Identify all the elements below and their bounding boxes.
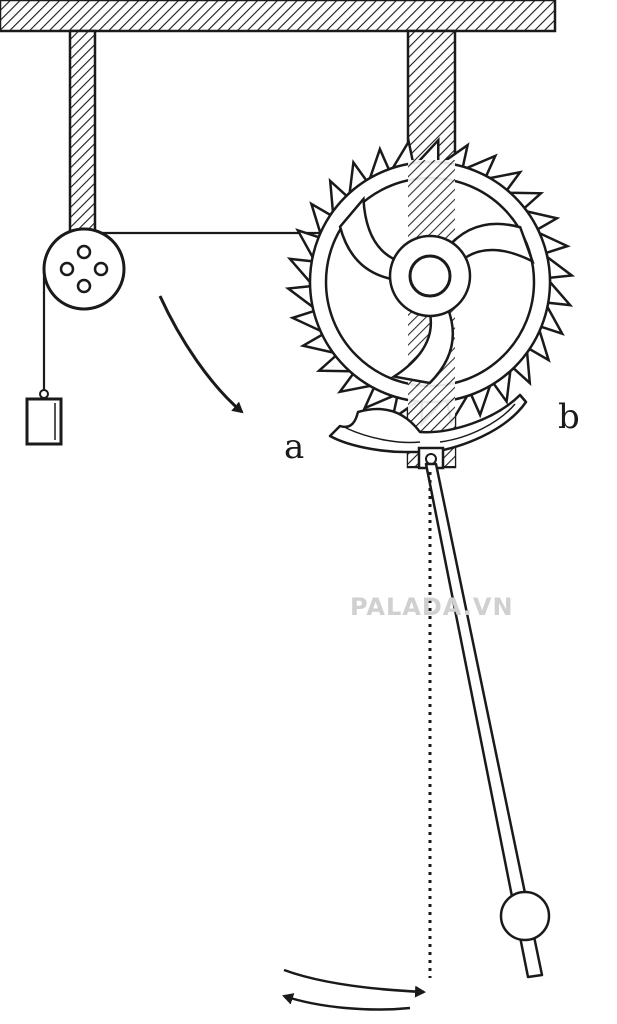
weight-hook: [39, 389, 49, 399]
swing-arrow-left: [282, 993, 411, 1011]
label-a: a: [284, 427, 304, 467]
escape-wheel-spokes: [338, 195, 535, 385]
weight-icon: [25, 397, 63, 446]
escape-wheel: [284, 136, 576, 466]
escape-wheel-spoke: [390, 306, 455, 385]
pulley-hole: [76, 244, 92, 260]
left-support-post: [68, 29, 97, 235]
escape-wheel-spoke: [444, 222, 535, 264]
pulley-icon: [42, 227, 126, 311]
pendulum: [424, 462, 551, 979]
label-b: b: [558, 397, 580, 437]
pendulum-bob: [499, 890, 551, 942]
anchor-pivot-pin: [425, 453, 437, 465]
pulley-hole: [76, 278, 92, 294]
pulley-hole: [93, 261, 109, 277]
curved-arrow-icon: [158, 295, 244, 414]
swing-arrow-right: [283, 968, 426, 998]
pulley-hole: [59, 261, 75, 277]
anchor-pallet: [328, 393, 528, 470]
escape-wheel-axle: [408, 254, 452, 298]
pendulum-rod: [424, 462, 544, 979]
watermark: PALADA.VN: [350, 593, 514, 621]
ceiling-beam: [0, 0, 557, 33]
escape-wheel-spoke: [338, 195, 403, 282]
